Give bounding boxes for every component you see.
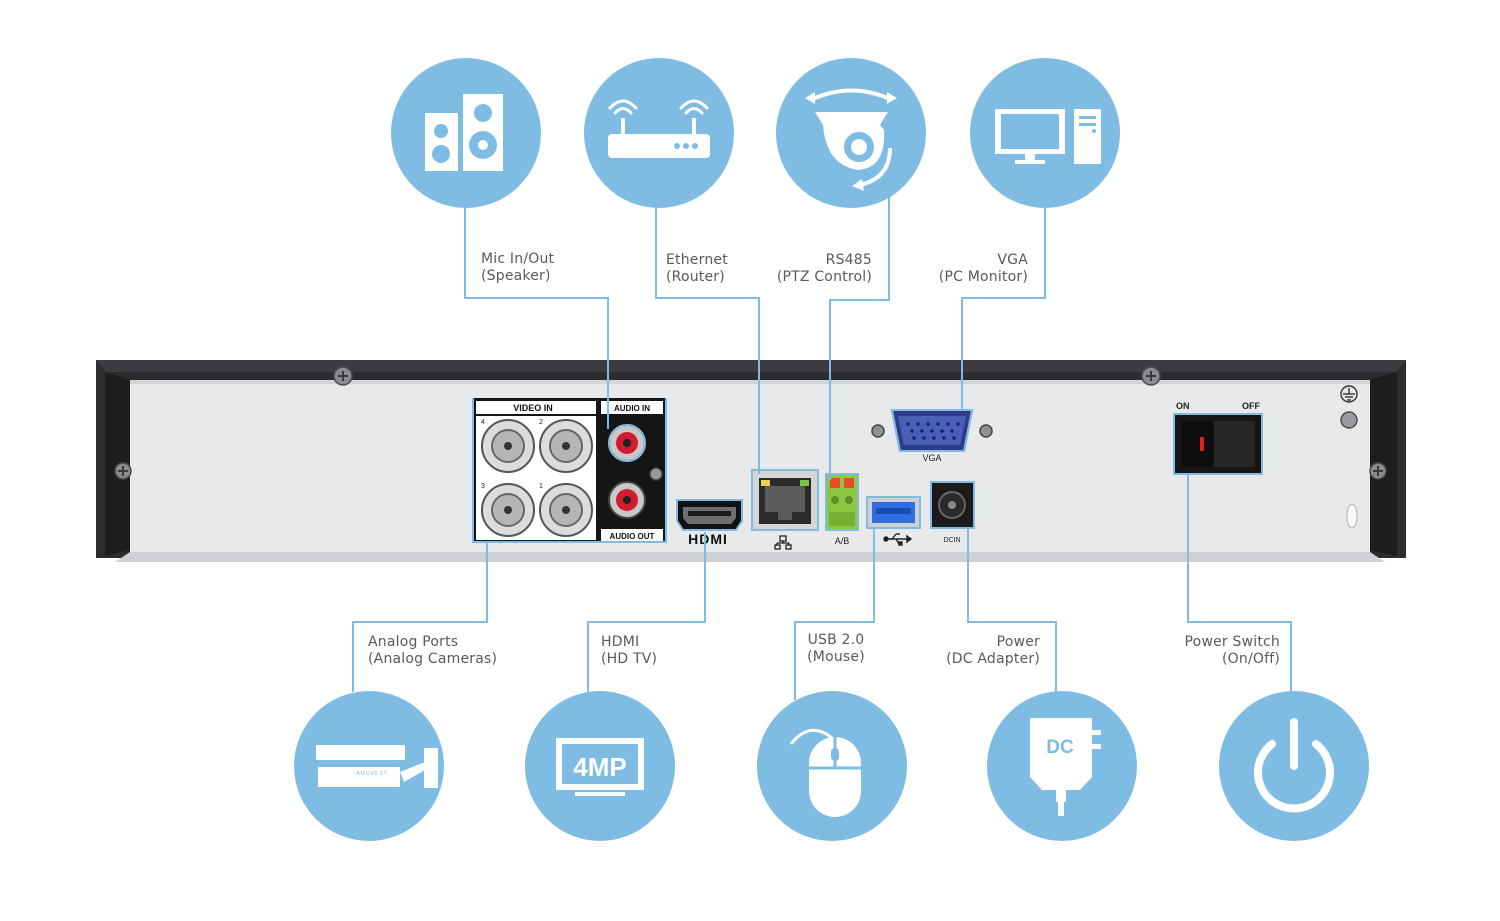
label-mic-in-out: Mic In/Out (Speaker) bbox=[481, 251, 554, 285]
camera-brand-text: AMCREST bbox=[356, 771, 387, 777]
line-usb bbox=[794, 528, 875, 700]
label-hdmi: HDMI (HD TV) bbox=[601, 634, 657, 668]
line-hdmi bbox=[587, 532, 706, 692]
line-rs485 bbox=[829, 193, 890, 480]
hdmi-logo: HDMI bbox=[688, 531, 728, 547]
power-rocker-switch[interactable] bbox=[1173, 413, 1263, 475]
bnc-port-2[interactable] bbox=[539, 419, 593, 473]
router-icon bbox=[584, 58, 734, 208]
line-analog bbox=[352, 542, 488, 692]
chassis-screws bbox=[114, 366, 1387, 480]
label-switch-line1: Power Switch bbox=[1184, 634, 1280, 650]
tv-4mp-text: 4MP bbox=[573, 752, 626, 782]
ethernet-port[interactable] bbox=[751, 469, 819, 531]
bnc-port-4[interactable] bbox=[481, 419, 535, 473]
vga-port-label: VGA bbox=[922, 453, 941, 463]
usb-symbol-icon bbox=[883, 533, 913, 546]
label-analog-line2: (Analog Cameras) bbox=[368, 651, 498, 667]
label-usb-line2: (Mouse) bbox=[807, 649, 865, 665]
label-vga-line2: (PC Monitor) bbox=[938, 269, 1028, 285]
label-rs485-line2: (PTZ Control) bbox=[776, 269, 872, 285]
usb-port[interactable] bbox=[866, 496, 921, 529]
pc-monitor-icon bbox=[970, 58, 1120, 208]
dcin-label: DCIN bbox=[943, 537, 960, 544]
label-hdmi-line2: (HD TV) bbox=[601, 651, 658, 667]
bnc-number-1: 1 bbox=[539, 483, 543, 490]
label-usb: USB 2.0 (Mouse) bbox=[796, 632, 876, 666]
label-ethernet: Ethernet (Router) bbox=[666, 252, 728, 286]
dvr-rear-panel: VIDEO IN AUDIO IN AUDIO OUT bbox=[96, 360, 1406, 562]
line-vga bbox=[961, 205, 1046, 410]
line-ethernet bbox=[655, 205, 760, 474]
off-label: OFF bbox=[1242, 401, 1260, 411]
line-switch bbox=[1187, 474, 1292, 692]
label-usb-line1: USB 2.0 bbox=[807, 632, 865, 648]
label-vga-line1: VGA bbox=[997, 252, 1028, 268]
adapter-dc-text: DC bbox=[1046, 737, 1074, 758]
video-in-label: VIDEO IN bbox=[513, 403, 553, 413]
dc-adapter-icon: DC bbox=[987, 691, 1137, 841]
label-power-line1: Power bbox=[996, 634, 1040, 650]
bnc-number-4: 4 bbox=[481, 419, 485, 426]
line-mic bbox=[464, 205, 609, 429]
label-analog-ports: Analog Ports (Analog Cameras) bbox=[368, 634, 497, 668]
ground-screw bbox=[1340, 411, 1358, 429]
dc-in-jack[interactable] bbox=[930, 481, 975, 529]
bnc-port-1[interactable] bbox=[539, 483, 593, 537]
rs485-terminal[interactable] bbox=[825, 473, 859, 531]
rca-audio-out[interactable] bbox=[608, 481, 646, 519]
label-power: Power (DC Adapter) bbox=[930, 634, 1040, 668]
label-mic-line1: Mic In/Out bbox=[481, 251, 555, 267]
bnc-connectors: 4 2 3 1 bbox=[481, 419, 593, 537]
label-hdmi-line1: HDMI bbox=[601, 634, 640, 650]
label-ethernet-line2: (Router) bbox=[666, 269, 725, 285]
label-vga: VGA (PC Monitor) bbox=[918, 252, 1028, 286]
connector-lines bbox=[352, 193, 1292, 700]
label-rs485-line1: RS485 bbox=[825, 252, 872, 268]
bnc-port-3[interactable] bbox=[481, 483, 535, 537]
on-label: ON bbox=[1176, 401, 1190, 411]
network-symbol-icon bbox=[774, 535, 792, 550]
audio-out-label: AUDIO OUT bbox=[610, 532, 655, 541]
line-power bbox=[967, 528, 1057, 692]
label-mic-line2: (Speaker) bbox=[481, 268, 551, 284]
label-switch-line2: (On/Off) bbox=[1221, 651, 1280, 667]
label-analog-line1: Analog Ports bbox=[368, 634, 459, 650]
hdmi-port[interactable] bbox=[677, 500, 742, 530]
label-rs485: RS485 (PTZ Control) bbox=[760, 252, 872, 286]
4mp-tv-icon: 4MP bbox=[525, 691, 675, 841]
bracket-analog bbox=[472, 398, 667, 543]
speakers-icon bbox=[391, 58, 541, 208]
label-power-switch: Power Switch (On/Off) bbox=[1160, 634, 1280, 668]
power-icon bbox=[1219, 691, 1369, 841]
audio-in-label: AUDIO IN bbox=[614, 404, 650, 413]
vga-port[interactable] bbox=[871, 409, 993, 452]
ground-symbol-icon bbox=[1340, 385, 1358, 403]
bnc-number-2: 2 bbox=[539, 419, 543, 426]
ptz-dome-camera-icon bbox=[776, 58, 926, 208]
label-ethernet-line1: Ethernet bbox=[666, 252, 728, 268]
rs485-ab-label: A/B bbox=[835, 536, 850, 546]
label-power-line2: (DC Adapter) bbox=[946, 651, 1040, 667]
bullet-camera-icon: AMCREST bbox=[294, 691, 444, 841]
bnc-number-3: 3 bbox=[481, 483, 485, 490]
mouse-icon bbox=[757, 691, 907, 841]
